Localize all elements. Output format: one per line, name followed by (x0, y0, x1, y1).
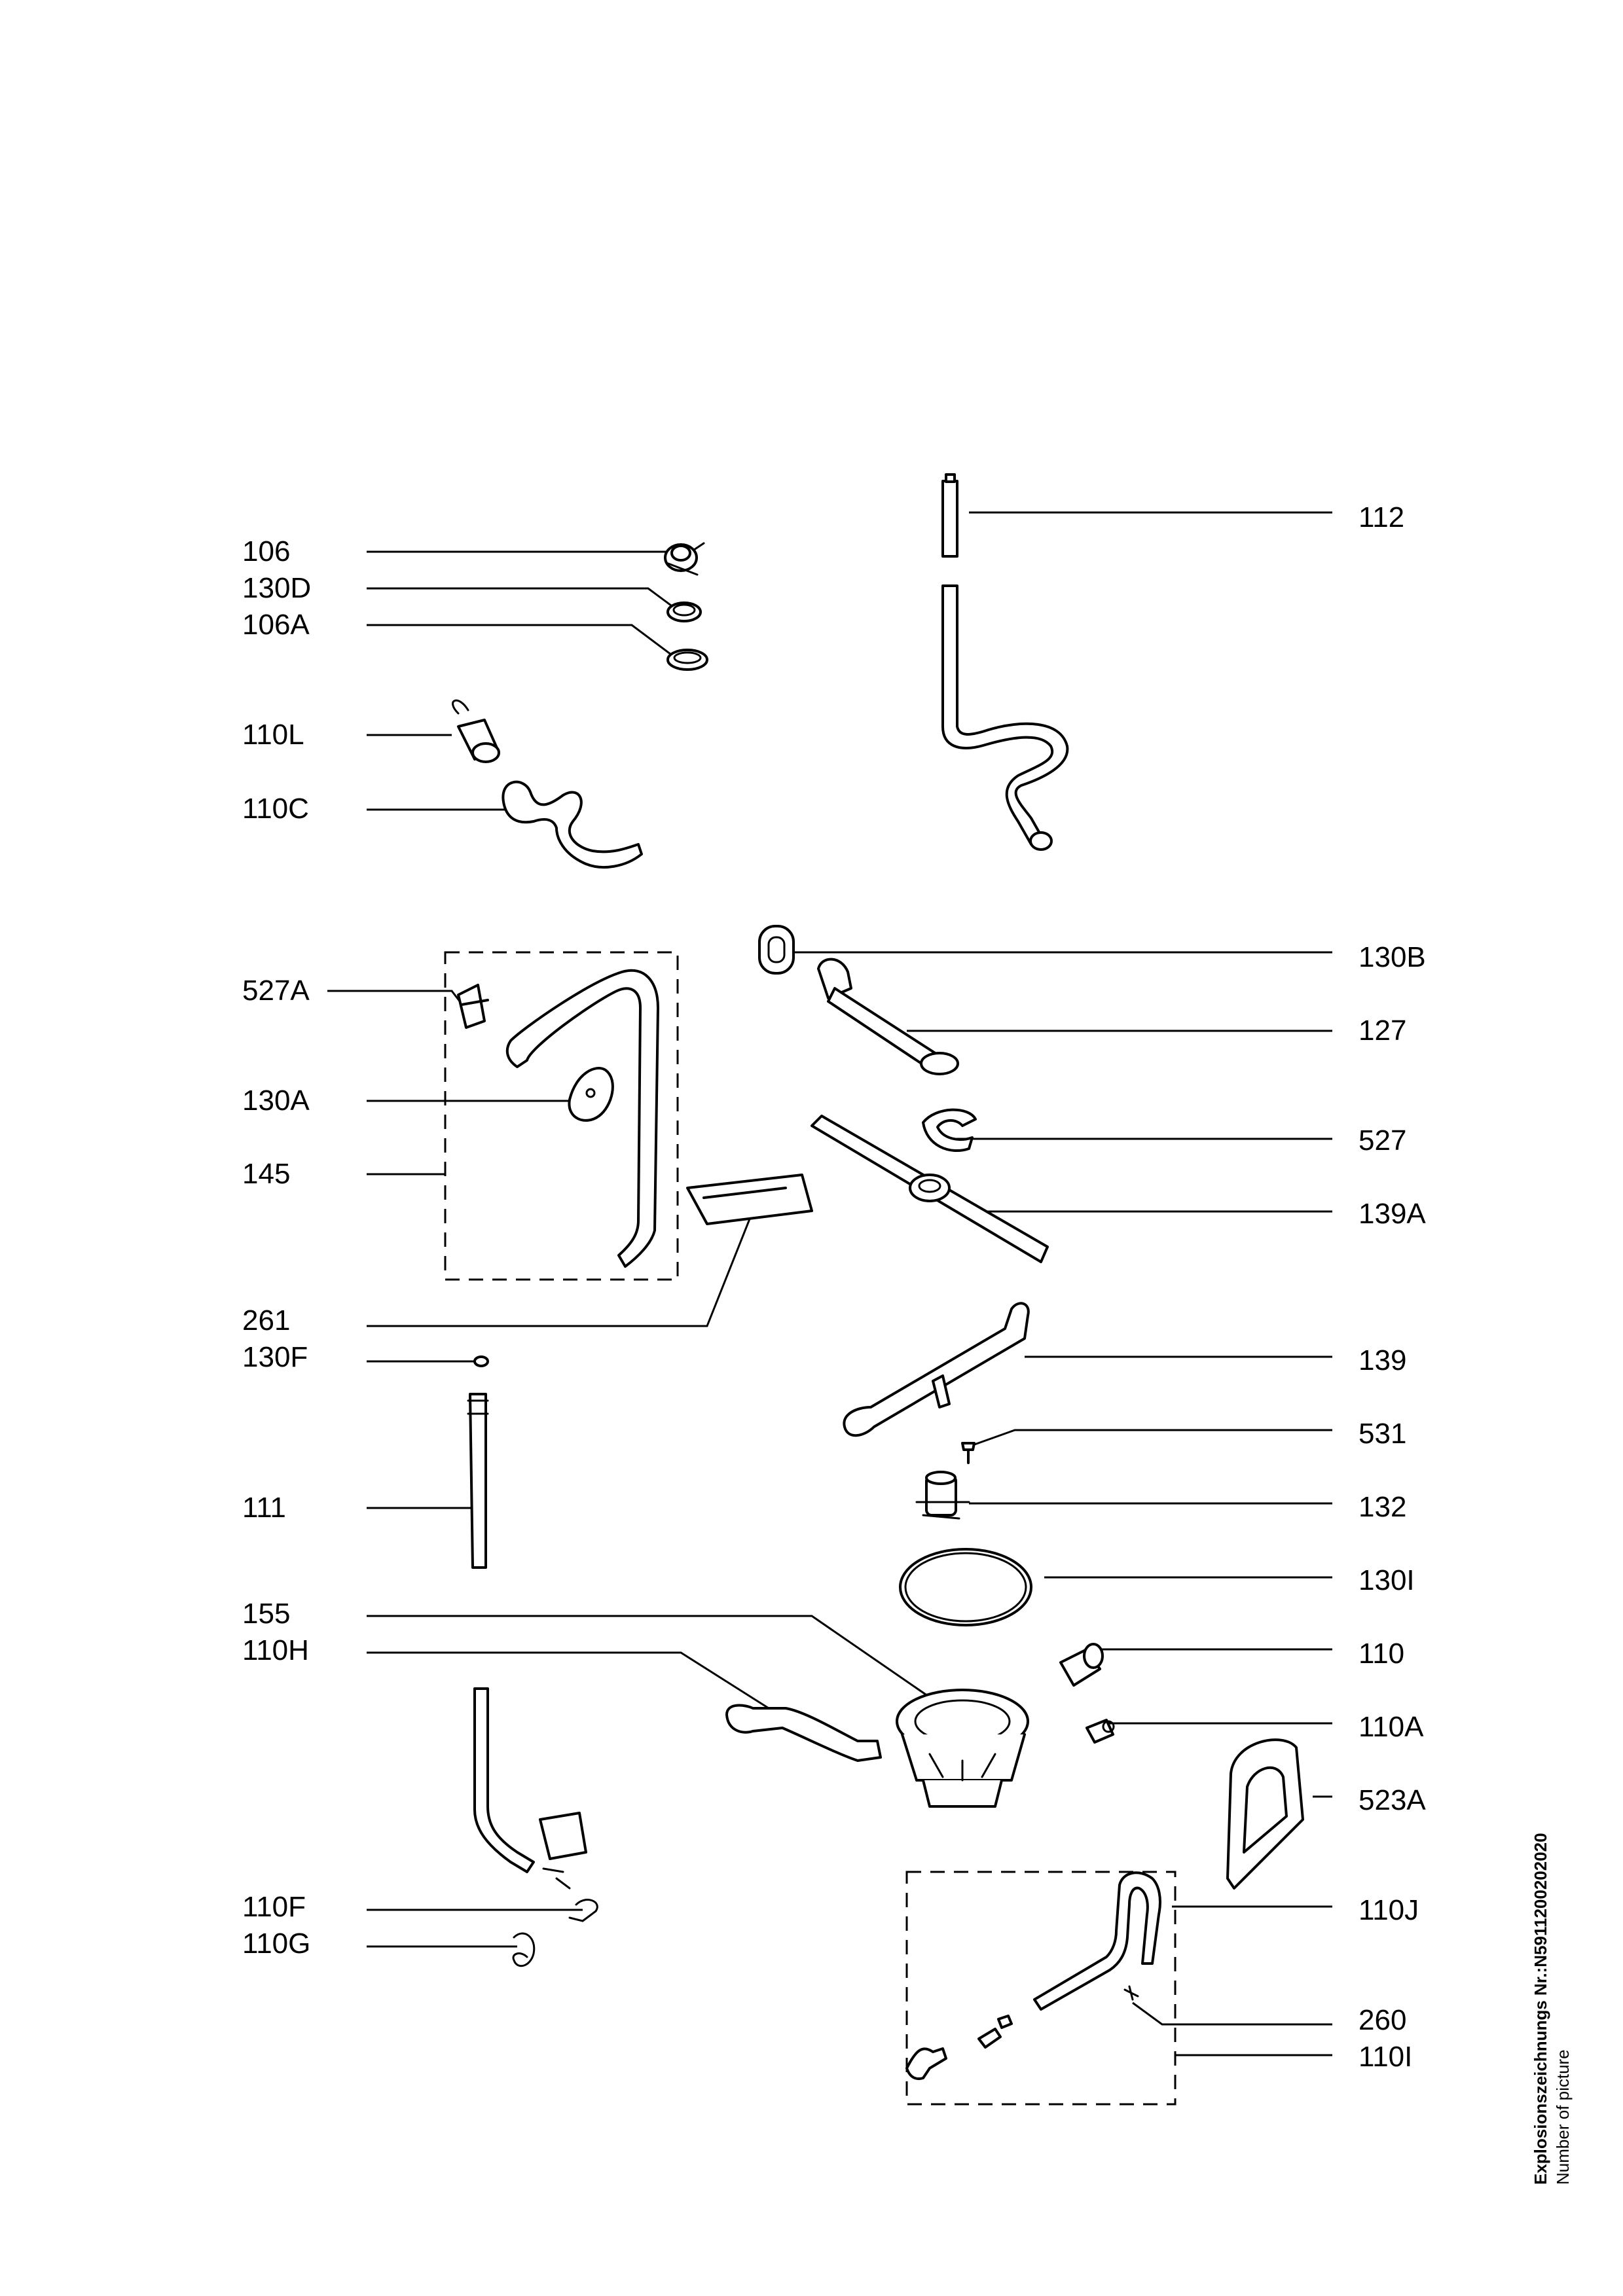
part-132-valve (915, 1471, 970, 1520)
part-130A-gasket (568, 1067, 614, 1122)
part-260-screw (1123, 1985, 1139, 2001)
part-527-clip (922, 1108, 977, 1153)
label-110H: 110H (242, 1634, 309, 1666)
part-145-spray-pipe (505, 969, 659, 1268)
label-260: 260 (1359, 2004, 1406, 2036)
part-110F-hook (568, 1899, 598, 1922)
part-531-screw (961, 1442, 976, 1464)
part-130B-grommet (758, 925, 795, 975)
part-110C-hose (501, 780, 643, 869)
label-110G: 110G (242, 1928, 310, 1960)
leader-lines-right (789, 511, 1332, 2056)
label-110: 110 (1359, 1638, 1404, 1670)
label-261: 261 (242, 1304, 290, 1336)
picture-number-subtitle: Number of picture (1553, 2049, 1573, 2185)
leader-lines-left (327, 550, 937, 1948)
label-110A: 110A (1359, 1711, 1424, 1743)
part-112-pipe (941, 473, 1069, 851)
label-106A: 106A (242, 609, 310, 641)
part-110I-assembly (905, 2015, 1013, 2081)
part-523A-bracket (1226, 1738, 1304, 1890)
part-106A-clamp (666, 649, 708, 671)
label-527: 527 (1359, 1124, 1406, 1157)
label-106: 106 (242, 535, 290, 567)
part-106-valve (664, 542, 705, 576)
part-110G-clip (512, 1932, 536, 1967)
part-110L-connector (452, 699, 500, 763)
picture-number-title: Explosionszeichnungs Nr.:N5911200202020 (1531, 1833, 1550, 2185)
label-132: 132 (1359, 1491, 1406, 1523)
label-112: 112 (1359, 501, 1404, 533)
part-110A-fitting (1085, 1719, 1115, 1744)
part-130F-washer (473, 1355, 489, 1367)
part-110J-hose (1033, 1871, 1161, 2011)
group-box-145 (444, 951, 679, 1281)
label-130I: 130I (1359, 1564, 1415, 1596)
label-155: 155 (242, 1598, 290, 1630)
part-110H-hose (725, 1704, 882, 1762)
part-130D-seal (666, 601, 702, 622)
label-523A: 523A (1359, 1784, 1426, 1816)
label-110C: 110C (242, 793, 309, 825)
label-110F: 110F (242, 1891, 306, 1923)
label-110I: 110I (1359, 2041, 1412, 2073)
part-527A-clip (457, 984, 489, 1029)
part-drain-hose (473, 1687, 587, 1890)
part-111-tube (467, 1393, 489, 1569)
group-box-110I (905, 1871, 1176, 2106)
part-139-spray-arm (843, 1302, 1030, 1437)
part-130I-oring (899, 1548, 1032, 1626)
picture-number-block: Explosionszeichnungs Nr.:N5911200202020 … (1531, 1833, 1573, 2185)
label-531: 531 (1359, 1418, 1406, 1450)
label-145: 145 (242, 1158, 290, 1190)
part-110-connector (1059, 1643, 1104, 1687)
part-261-bracket (686, 1174, 813, 1225)
label-127: 127 (1359, 1014, 1406, 1047)
label-139: 139 (1359, 1344, 1406, 1376)
label-139A: 139A (1359, 1198, 1426, 1230)
label-110J: 110J (1359, 1894, 1419, 1926)
part-155-sump (896, 1689, 1029, 1808)
label-130B: 130B (1359, 941, 1426, 973)
label-130A: 130A (242, 1085, 310, 1117)
label-527A: 527A (242, 975, 310, 1007)
label-130D: 130D (242, 572, 311, 604)
label-130F: 130F (242, 1341, 308, 1373)
label-110L: 110L (242, 719, 304, 751)
part-139A-spray-arm (811, 1115, 1049, 1263)
part-127-manifold (817, 958, 959, 1075)
label-111: 111 (242, 1492, 286, 1524)
